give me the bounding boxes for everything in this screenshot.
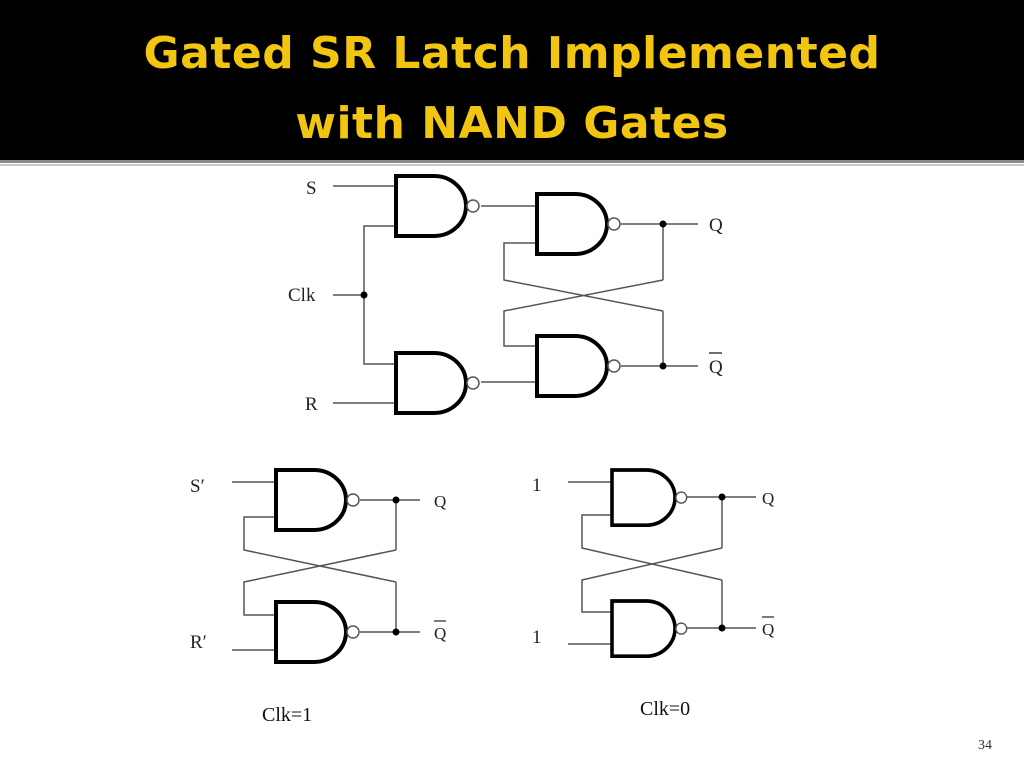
page-number: 34 xyxy=(978,738,992,753)
left-input-label-bottom: R′ xyxy=(190,632,207,653)
slide-title-line-1: Gated SR Latch Implemented xyxy=(143,28,881,79)
input-label-s: S xyxy=(306,178,317,199)
left-caption: Clk=1 xyxy=(262,704,312,726)
right-q-junction-dot xyxy=(718,493,726,501)
right-input-label-bottom: 1 xyxy=(532,627,542,648)
input-label-clk: Clk xyxy=(288,285,316,306)
title-divider-shadow xyxy=(0,164,1024,166)
right-output-label-q: Q xyxy=(762,489,774,508)
top-nand-gate-2 xyxy=(394,351,481,415)
top-nand-gate-3 xyxy=(535,192,622,256)
title-bar xyxy=(0,0,1024,160)
left-q-junction-dot xyxy=(392,496,400,504)
output-label-qbar: Q xyxy=(709,357,723,378)
left-output-label-qbar: Q xyxy=(434,624,446,643)
left-input-label-top: S′ xyxy=(190,476,205,497)
output-label-q: Q xyxy=(709,215,723,236)
right-qbar-junction-dot xyxy=(718,624,726,632)
top-gated-sr-latch xyxy=(333,185,698,404)
clk-junction-dot xyxy=(360,291,368,299)
right-input-label-top: 1 xyxy=(532,475,542,496)
left-nand-gate-1 xyxy=(274,468,361,532)
qbar-junction-dot xyxy=(659,362,667,370)
right-caption: Clk=0 xyxy=(640,698,690,720)
title-divider xyxy=(0,160,1024,163)
left-sr-latch xyxy=(232,481,420,651)
slide-title-line-2: with NAND Gates xyxy=(295,98,729,149)
top-nand-gate-4 xyxy=(535,334,622,398)
left-output-label-q: Q xyxy=(434,492,446,511)
left-qbar-junction-dot xyxy=(392,628,400,636)
input-label-r: R xyxy=(305,394,318,415)
right-nand-gate-2 xyxy=(610,599,689,659)
q-junction-dot xyxy=(659,220,667,228)
right-nand-gate-1 xyxy=(610,468,689,528)
top-nand-gate-1 xyxy=(394,174,481,238)
right-output-label-qbar: Q xyxy=(762,620,774,639)
left-nand-gate-2 xyxy=(274,600,361,664)
